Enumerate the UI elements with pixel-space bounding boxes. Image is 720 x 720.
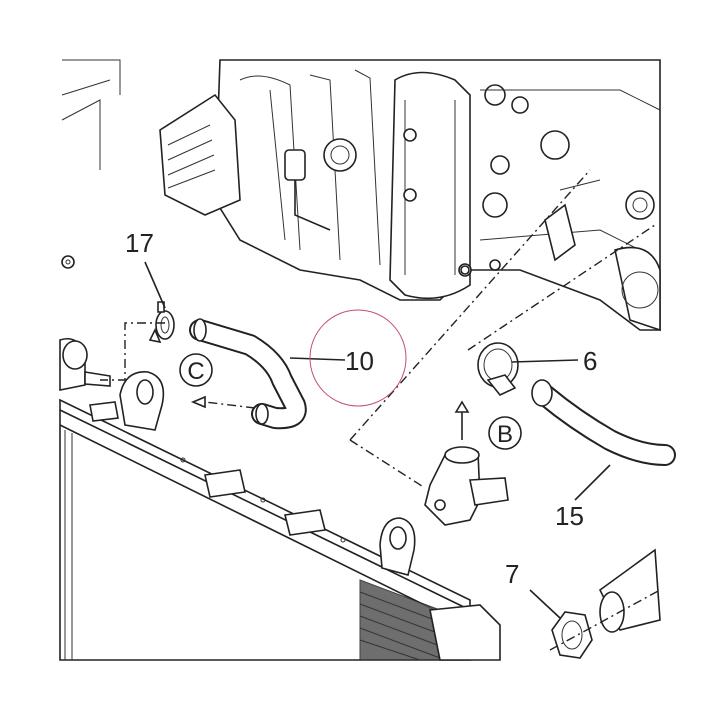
clamp-6	[477, 342, 519, 396]
callout-10: 10	[345, 346, 374, 376]
thermostat-fitting	[424, 400, 509, 526]
highlight-circle	[309, 309, 407, 407]
pipe-and-nut-7	[551, 548, 661, 659]
left-side-fittings	[59, 59, 121, 391]
view-c-circle	[179, 353, 213, 387]
view-b-circle	[488, 416, 522, 450]
view-c-letter: C	[187, 358, 204, 385]
view-b-letter: B	[497, 421, 513, 448]
callout-17: 17	[125, 228, 154, 258]
clamp-17	[148, 301, 175, 344]
hose-10	[189, 318, 307, 430]
callout-6: 6	[583, 346, 597, 376]
callout-15: 15	[555, 501, 584, 531]
assembly-lines	[100, 169, 661, 651]
hose-15	[531, 379, 676, 466]
leader-lines	[144, 261, 611, 619]
engine-assembly	[159, 59, 661, 332]
callout-7: 7	[505, 559, 519, 589]
radiator	[59, 371, 501, 661]
